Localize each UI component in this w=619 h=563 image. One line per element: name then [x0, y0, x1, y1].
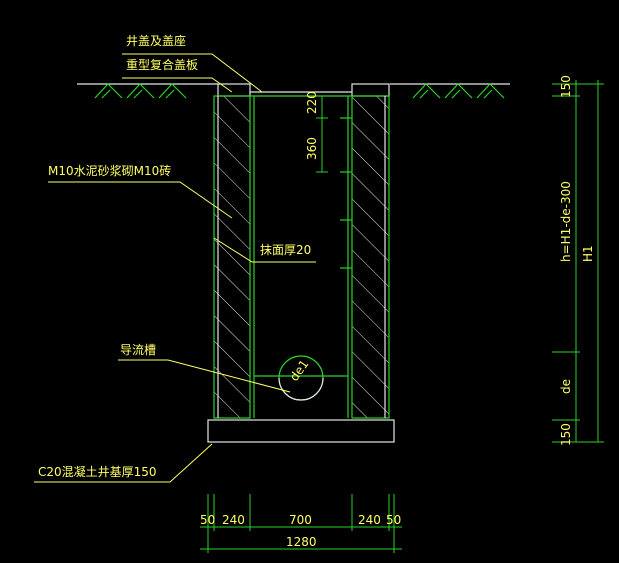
dim-220: 220 — [305, 91, 319, 114]
dim-700: 700 — [289, 513, 312, 527]
ground-left — [77, 83, 218, 99]
cover-board-label: 重型复合盖板 — [126, 57, 198, 72]
dim-h: h=H1-de-300 — [559, 181, 573, 262]
right-dims — [552, 80, 604, 443]
step-irons — [340, 117, 352, 269]
flow-channel — [254, 355, 348, 401]
leaders — [34, 53, 316, 483]
plaster-label: 抹面厚20 — [260, 243, 311, 257]
inner-dims — [316, 96, 328, 173]
dim-H1: H1 — [581, 245, 595, 262]
cover-slab — [217, 83, 390, 97]
dim-1280: 1280 — [286, 535, 317, 549]
cover-label: 井盖及盖座 — [126, 33, 186, 48]
dim-de: de — [559, 379, 573, 394]
pipe-label: de1 — [287, 357, 311, 384]
dim-150-bottom: 150 — [559, 423, 573, 446]
wall-label: M10水泥砂浆砌M10砖 — [48, 163, 171, 178]
ground-right — [390, 83, 510, 99]
dim-240-left: 240 — [222, 513, 245, 527]
dim-50-left: 50 — [200, 513, 215, 527]
dim-150-top: 150 — [559, 75, 573, 98]
dim-50-right: 50 — [386, 513, 401, 527]
channel-label: 导流槽 — [120, 343, 156, 357]
bottom-dims — [200, 494, 402, 553]
brick-wall-right — [351, 95, 390, 419]
base-label: C20混凝土井基厚150 — [38, 464, 157, 479]
dim-360: 360 — [305, 137, 319, 160]
dim-240-right: 240 — [358, 513, 381, 527]
concrete-base — [207, 419, 395, 443]
